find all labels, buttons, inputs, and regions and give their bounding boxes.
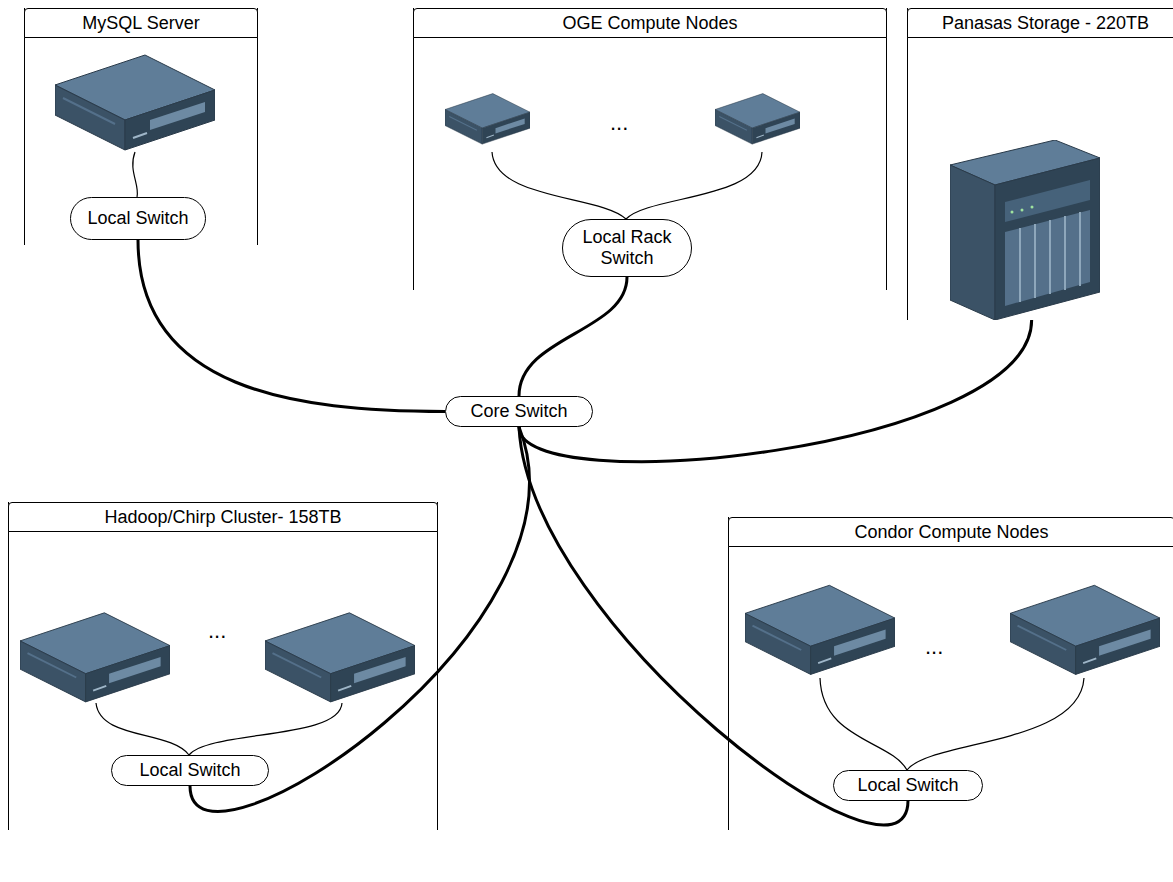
group-frame: Condor Compute NodesLocal Switch [728,517,1173,830]
switch-label: Core Switch [470,401,567,422]
switch-pill: Local Switch [833,770,983,801]
group-frame: Panasas Storage - 220TB [907,8,1173,320]
switch-pill: Core Switch [445,396,593,427]
group-heading: Panasas Storage - 220TB [907,8,1173,38]
switch-label: Local Switch [857,775,958,796]
network-link [519,427,908,825]
ellipsis-label: ... [208,620,226,642]
group-frame: MySQL ServerLocal Switch [24,8,258,245]
group-heading: MySQL Server [24,8,258,38]
switch-pill: Local Switch [70,197,206,240]
ellipsis-label: ... [925,636,943,658]
network-link [138,240,445,412]
group-frame: OGE Compute NodesLocal Rack Switch [413,8,887,290]
switch-label: Local Switch [87,208,188,229]
network-link [519,320,1032,462]
switch-pill: Local Switch [111,755,269,786]
group-heading: Hadoop/Chirp Cluster- 158TB [8,502,438,532]
ellipsis-label: ... [610,112,628,134]
network-link [190,427,529,812]
switch-label: Local Rack Switch [577,227,677,269]
switch-label: Local Switch [139,760,240,781]
switch-pill: Local Rack Switch [562,219,692,277]
group-frame: Hadoop/Chirp Cluster- 158TB Local Switch [8,502,438,830]
network-link [519,277,627,396]
group-heading: Condor Compute Nodes [728,517,1173,547]
group-heading: OGE Compute Nodes [413,8,887,38]
